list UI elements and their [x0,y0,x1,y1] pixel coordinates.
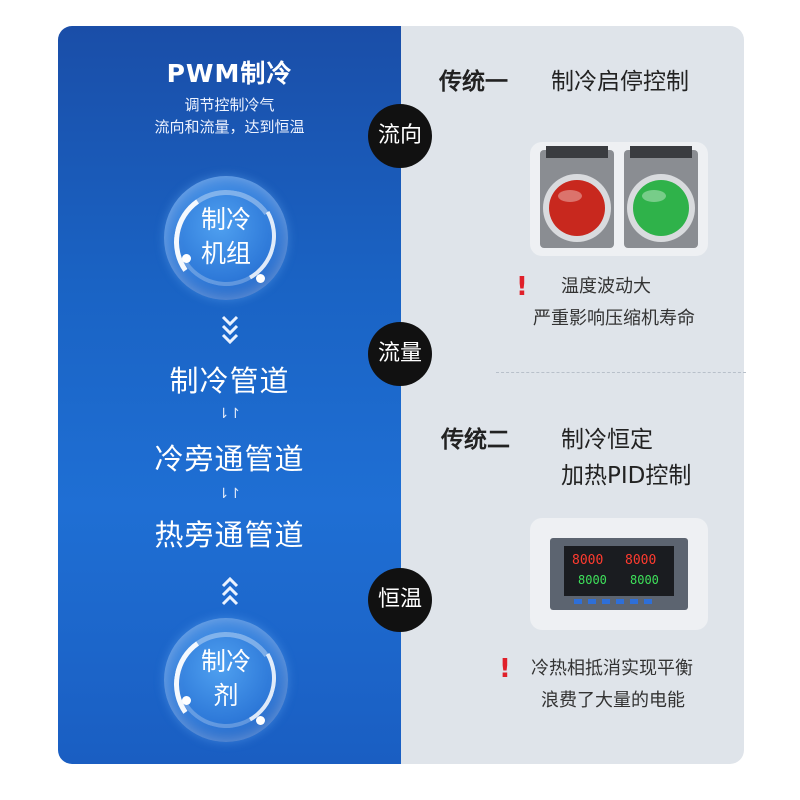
traditional-panel: 传统一 制冷启停控制 ! 温度波动大 严重影响压缩机寿命 传统二 制冷恒定 加热… [401,26,744,764]
warning-icon: ! [516,272,528,302]
bubble-text-line1: 制冷 [200,205,251,234]
controller-digit-red: 8000 [625,553,656,568]
bubble-highlight-icon [164,174,288,298]
section-divider [496,372,746,373]
pwm-subtitle-line2: 流向和流量，达到恒温 [154,118,305,136]
pwm-panel: PWM制冷 调节控制冷气 流向和流量，达到恒温 制冷 机组 制冷管道 ⇂↾ 冷旁… [58,26,401,764]
bubble-dot-icon [256,274,265,283]
flow-arrow-icon: ⇂↾ [217,486,242,502]
refrigerant-bubble: 制冷 剂 [164,616,288,745]
traditional2-warn-line2: 浪费了大量的电能 [541,690,685,711]
traditional1-label: 传统一 [439,69,508,95]
traditional2-desc-line2: 加热PID控制 [561,463,692,489]
bubble-dot-icon [182,696,191,705]
pipe-label-cold-bypass: 冷旁通管道 [154,442,305,476]
traditional1-warn-line1: 温度波动大 [561,276,651,297]
traditional1-warn-line2: 严重影响压缩机寿命 [533,308,695,329]
start-stop-buttons-photo [530,142,708,256]
bubble-highlight-icon [164,616,288,740]
chevron-up-icon [58,576,401,610]
badge-flow-direction: 流向 [368,104,432,168]
pipe-label-hot-bypass: 热旁通管道 [154,518,305,552]
chevron-down-icon [58,314,401,348]
bubble-dot-icon [256,716,265,725]
bubble-text-line1: 制冷 [200,647,251,676]
pwm-subtitle-line1: 调节控制冷气 [184,96,275,114]
badge-flow-rate: 流量 [368,322,432,386]
controller-digit-green: 8000 [578,573,607,587]
pipe-label-refrigeration: 制冷管道 [169,364,290,398]
flow-arrow-icon: ⇂↾ [217,406,242,422]
traditional2-desc-line1: 制冷恒定 [561,427,653,453]
bubble-text-line2: 机组 [200,239,251,268]
pid-controller-photo: 8000 8000 8000 8000 [530,518,708,630]
bubble-dot-icon [182,254,191,263]
badge-constant-temp: 恒温 [368,568,432,632]
traditional1-desc: 制冷启停控制 [551,69,689,95]
controller-digit-green: 8000 [630,573,659,587]
bubble-text-line2: 剂 [213,681,239,710]
controller-digit-red: 8000 [572,553,603,568]
traditional2-label: 传统二 [441,427,510,453]
warning-icon: ! [499,654,511,684]
refrigeration-unit-bubble: 制冷 机组 [164,174,288,303]
traditional2-warn-line1: 冷热相抵消实现平衡 [531,658,693,679]
pwm-title: PWM制冷 [166,59,293,88]
